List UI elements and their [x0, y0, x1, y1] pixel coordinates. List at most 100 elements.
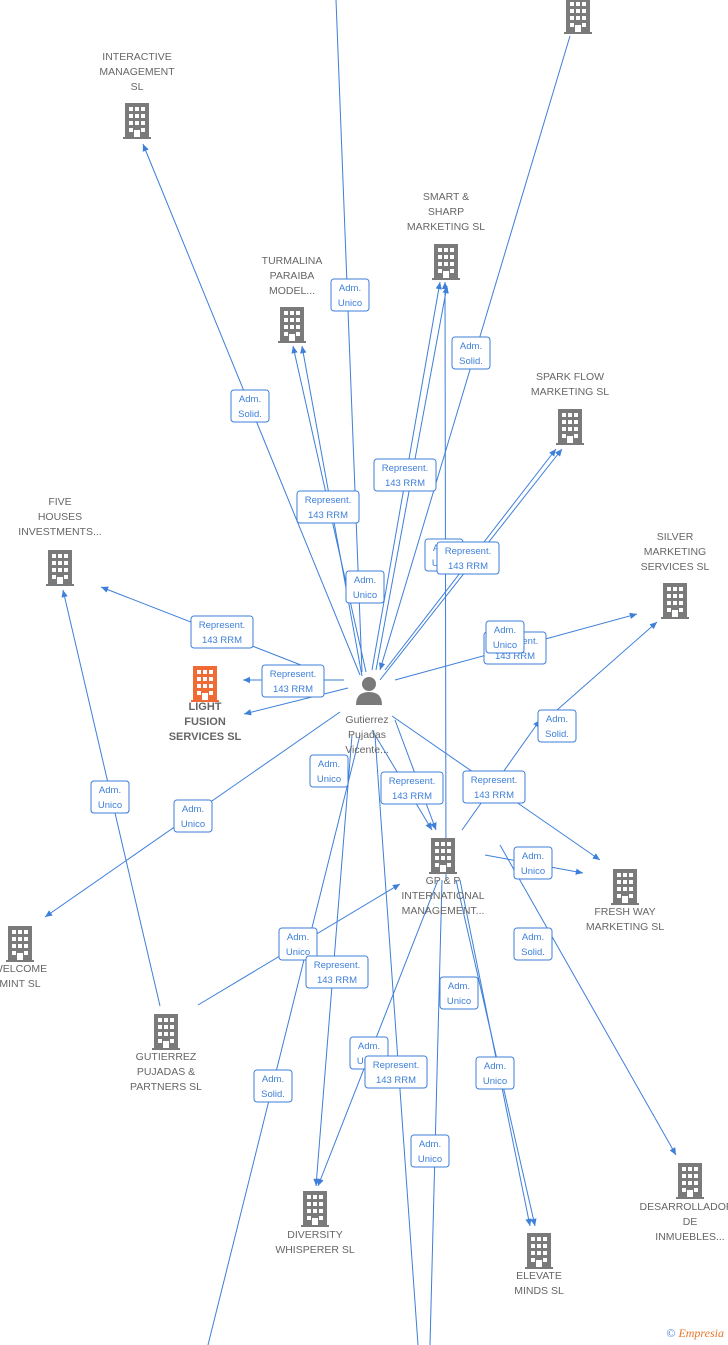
edge-label[interactable]: Adm.Unico — [330, 278, 370, 312]
edge-label[interactable]: Adm.Unico — [485, 620, 525, 654]
building-icon — [301, 1191, 329, 1227]
edge-label[interactable]: Represent. 143 RRM — [436, 541, 500, 575]
company-node-turmalina[interactable]: TURMALINAPARAIBAMODEL... — [262, 255, 323, 343]
edge-label-box — [90, 780, 130, 814]
edge-label-box — [261, 664, 325, 698]
edge-label[interactable]: Adm.Unico — [345, 570, 385, 604]
edge-label-text: Solid. — [459, 356, 483, 367]
edge-label[interactable]: Represent.143 RRM — [373, 458, 437, 492]
edge-label[interactable]: Adm. Unico — [90, 780, 130, 814]
company-name-line: PUJADAS & — [137, 1066, 195, 1078]
edge-label-box — [475, 1056, 515, 1090]
company-node-gpp[interactable]: GP & PINTERNATIONALMANAGEMENT... — [401, 838, 485, 917]
edge-label[interactable]: Adm. Unico — [309, 754, 349, 788]
person-name-line: Vicente... — [345, 744, 389, 756]
company-node-top-right[interactable] — [564, 0, 592, 34]
edge-label-text: Adm. — [318, 759, 340, 770]
edge-label-text: 143 RRM — [448, 561, 488, 572]
edge-label[interactable]: Adm. Solid. — [513, 927, 553, 961]
company-node-welcome[interactable]: WELCOMEMINT SL — [0, 926, 47, 990]
edge-label-text: Solid. — [261, 1089, 285, 1100]
company-name-line: MINDS SL — [514, 1285, 564, 1297]
person-node[interactable]: GutierrezPujadasVicente... — [345, 677, 389, 756]
edge-label[interactable]: Represent. 143 RRM — [462, 770, 526, 804]
edge-label[interactable]: Adm.Unico — [439, 976, 479, 1010]
edge-label[interactable]: Adm.Unico — [475, 1056, 515, 1090]
edge-label-text: Solid. — [521, 947, 545, 958]
company-name-line: MINT SL — [0, 978, 41, 990]
company-name-line: FUSION — [184, 716, 226, 728]
company-name-line: DESARROLLADORA — [640, 1201, 728, 1213]
company-name-line: LIGHT — [189, 701, 222, 713]
building-icon — [432, 244, 460, 280]
edge-label[interactable]: Adm. Unico — [513, 846, 553, 880]
edge-label-text: Unico — [181, 819, 205, 830]
building-icon — [123, 103, 151, 139]
edge-label[interactable]: Adm.Unico — [173, 799, 213, 833]
edge-label-box — [439, 976, 479, 1010]
edge-label-box — [296, 490, 360, 524]
relation-edge — [374, 734, 419, 1345]
edge-label[interactable]: Adm.Solid. — [451, 336, 491, 370]
footer-brand: © Empresia — [666, 1326, 724, 1341]
company-node-five[interactable]: FIVEHOUSESINVESTMENTS... — [18, 496, 102, 586]
edge-label[interactable]: Adm.Unico — [278, 927, 318, 961]
edge-label[interactable]: Represent.143 RRM — [380, 771, 444, 805]
edge-label-text: Solid. — [545, 729, 569, 740]
edge-label-text: Adm. — [522, 851, 544, 862]
edge-label-text: Represent. — [445, 546, 491, 557]
edge-label[interactable]: Represent.143 RRM — [364, 1055, 428, 1089]
edge-label-text: Unico — [493, 640, 517, 651]
edge-label[interactable]: Represent.143 RRM — [261, 664, 325, 698]
edge-label[interactable]: Represent.143 RRM — [305, 955, 369, 989]
edge-label-text: Unico — [418, 1154, 442, 1165]
edge-label[interactable]: Adm.Solid. — [230, 389, 270, 423]
company-name-line: INMUEBLES... — [655, 1231, 724, 1243]
company-name-line: TURMALINA — [262, 255, 323, 267]
edge-label[interactable]: Adm.Unico — [410, 1134, 450, 1168]
edge-label-text: 143 RRM — [385, 478, 425, 489]
edge-label-text: Unico — [353, 590, 377, 601]
building-icon — [525, 1233, 553, 1269]
empresia-logo-text: Empresia — [678, 1326, 724, 1340]
edge-label-text: Adm. — [522, 932, 544, 943]
company-name-line: MANAGEMENT — [99, 66, 175, 78]
edge-label-box — [345, 570, 385, 604]
edge-label-text: Unico — [317, 774, 341, 785]
edge-label-text: Unico — [338, 298, 362, 309]
edge-label-text: Adm. — [99, 785, 121, 796]
edge-label-text: Unico — [521, 866, 545, 877]
edge-label[interactable]: Adm.Solid. — [537, 709, 577, 743]
edge-label-text: Represent. — [199, 620, 245, 631]
edges-layer — [44, 0, 677, 1345]
edge-label-text: 143 RRM — [202, 635, 242, 646]
company-name-line: MODEL... — [269, 285, 315, 297]
edge-label[interactable]: Represent. 143 RRM — [190, 615, 254, 649]
edge-label[interactable]: Adm.Solid. — [253, 1069, 293, 1103]
edge-label-text: Unico — [98, 800, 122, 811]
company-name-line: SL — [131, 81, 144, 93]
edge-label[interactable]: Represent.143 RRM — [296, 490, 360, 524]
edge-label-text: Adm. — [287, 932, 309, 943]
edge-label-text: Solid. — [238, 409, 262, 420]
edge-label-box — [436, 541, 500, 575]
building-icon — [429, 838, 457, 874]
edge-label-box — [305, 955, 369, 989]
edge-label-text: 143 RRM — [474, 790, 514, 801]
building-icon — [611, 869, 639, 905]
edge-label-text: Represent. — [471, 775, 517, 786]
copyright-symbol: © — [666, 1326, 676, 1340]
company-node-desarrollador[interactable]: DESARROLLADORADEINMUEBLES... — [640, 1163, 728, 1243]
relation-edge — [429, 879, 443, 1345]
